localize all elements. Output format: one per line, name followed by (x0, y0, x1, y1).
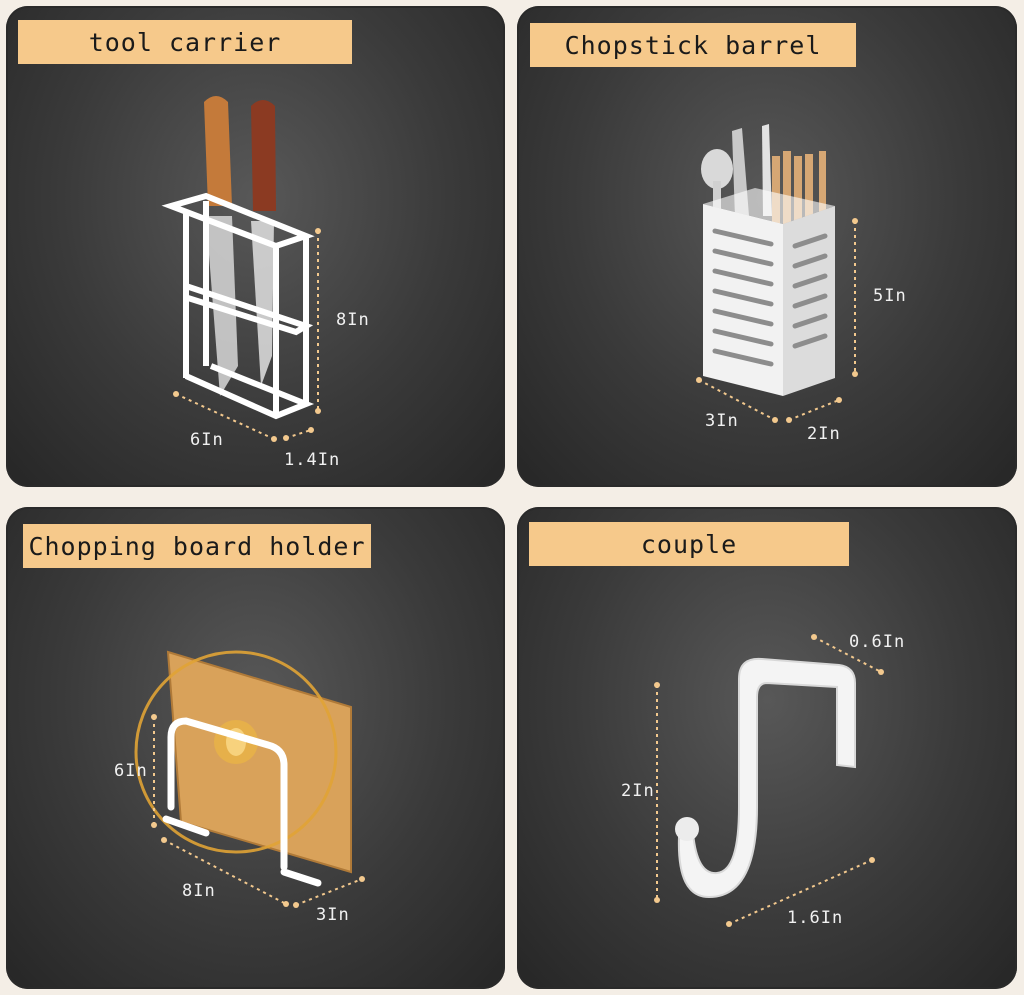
hook-illustration (654, 634, 884, 927)
panel-title: Chopping board holder (23, 524, 371, 568)
panel-chopstick-barrel: Chopstick barrel (517, 6, 1017, 487)
width-dimension: 6In (190, 430, 224, 450)
depth-dimension: 3In (316, 905, 350, 925)
width-dimension: 8In (182, 881, 216, 901)
panel-title: tool carrier (18, 20, 352, 64)
height-dimension: 2In (621, 781, 655, 801)
width-dimension: 1.6In (787, 908, 844, 928)
panel-chopping-board-holder: Chopping board holder 6In 8In 3In (6, 507, 505, 989)
panel-title: couple (529, 522, 849, 566)
chopstick-barrel-illustration (696, 124, 858, 423)
height-dimension: 6In (114, 761, 148, 781)
depth-dimension: 2In (807, 424, 841, 444)
height-dimension: 8In (336, 310, 370, 330)
board-holder-illustration (134, 650, 365, 908)
width-dimension: 3In (705, 411, 739, 431)
panel-tool-carrier: tool carrier 8In 6In 1.4In (6, 6, 505, 487)
panel-couple: couple 0.6In 2In 1.6In (517, 507, 1017, 989)
depth-dimension: 0.6In (849, 632, 906, 652)
depth-dimension: 1.4In (284, 450, 341, 470)
knife-holder-illustration (161, 96, 321, 442)
height-dimension: 5In (873, 286, 907, 306)
panel-title: Chopstick barrel (530, 23, 856, 67)
